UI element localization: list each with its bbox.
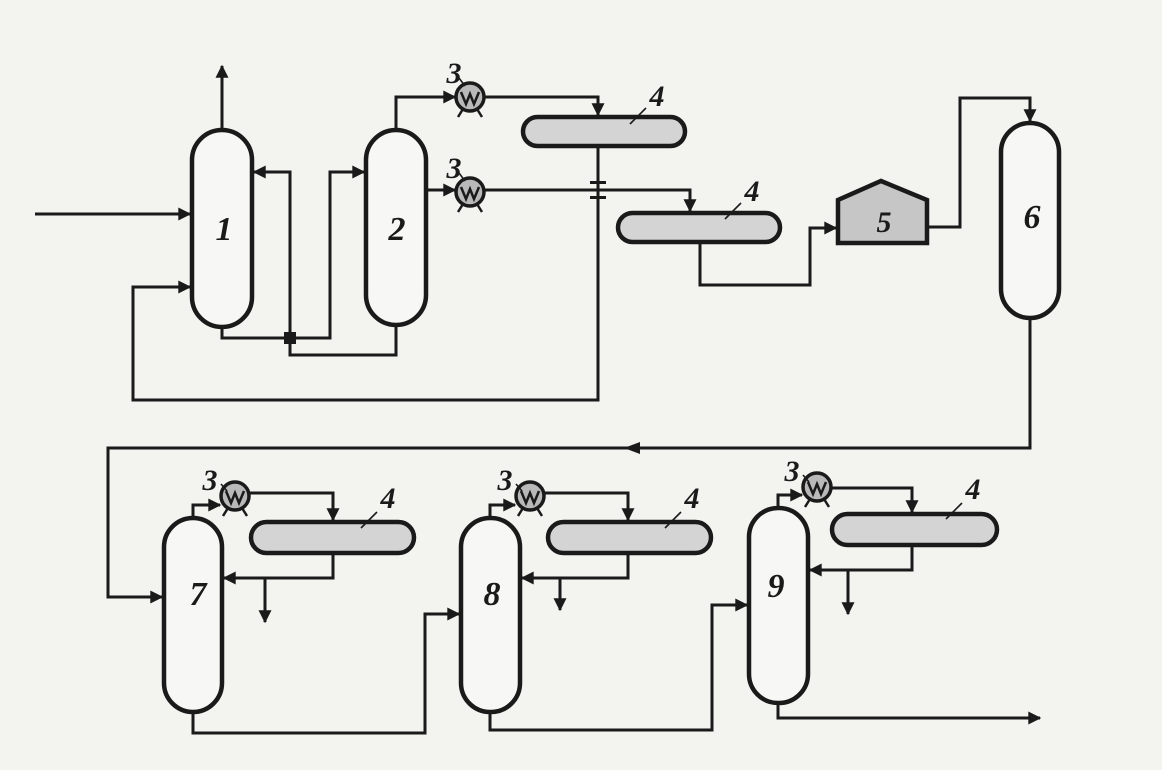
- drum-label: 4: [744, 175, 760, 208]
- pump-label: 3: [446, 57, 462, 90]
- pump-label: 3: [497, 464, 513, 497]
- drum-label: 4: [684, 482, 700, 515]
- column-label: 6: [1024, 199, 1041, 236]
- stream-pump-to-drum-8: [545, 491, 635, 522]
- pump-symbol: [806, 480, 828, 498]
- column-2: 2: [363, 127, 429, 328]
- drum-shell: [248, 519, 417, 556]
- drum-shell: [520, 114, 688, 149]
- column-label: 1: [216, 211, 233, 248]
- label-leader: [945, 502, 963, 520]
- pump-leg: [803, 498, 812, 508]
- pump-symbol: [459, 185, 481, 203]
- stream-tank-to-column-6: [927, 96, 1037, 229]
- pump-leg: [475, 108, 484, 118]
- stream-column-6-bottoms-to-column-7: [106, 318, 1032, 604]
- pump-symbol: [459, 90, 481, 108]
- pump-symbol: [519, 489, 541, 507]
- stream-middle-drum-to-tank: [698, 221, 838, 287]
- label-leader: [515, 483, 523, 492]
- drum-shell: [615, 210, 783, 245]
- drum-label: 4: [649, 80, 665, 113]
- pump-label: 3: [446, 152, 462, 185]
- pump-leg: [516, 507, 525, 517]
- column-label: 7: [190, 576, 209, 613]
- drum-label: 4: [380, 482, 396, 515]
- stream-column-8-overhead-to-pump: [488, 498, 517, 518]
- column-9: 9: [746, 505, 811, 706]
- pump-label: 3: [202, 464, 218, 497]
- label-leader: [220, 483, 228, 492]
- stream-drum-8-reflux: [520, 554, 630, 585]
- label-leader: [664, 511, 682, 529]
- pump-leg: [456, 108, 465, 118]
- label-leader: [724, 202, 742, 220]
- crossing-tick-upper: [590, 181, 606, 184]
- label-leader: [458, 172, 466, 182]
- column-shell: [458, 515, 523, 715]
- pump-top: 3: [446, 57, 486, 118]
- stream-top-drum-recycle-to-column-1: [131, 146, 600, 402]
- pump-leg: [475, 203, 484, 213]
- stream-column-7-overhead-to-pump: [191, 498, 222, 518]
- drum-8: 4: [545, 482, 714, 556]
- drum-9: 4: [829, 473, 1000, 548]
- stream-column-2-overhead-to-pump: [394, 90, 457, 130]
- pump-8: 3: [497, 464, 546, 517]
- column-shell: [998, 120, 1062, 321]
- stream-drum-9-reflux: [808, 546, 914, 577]
- column-label: 2: [388, 211, 406, 248]
- tank-label: 5: [877, 206, 892, 239]
- crossing-tick-lower: [590, 196, 606, 199]
- column-label: 9: [768, 568, 785, 605]
- stream-pump-to-top-drum: [485, 95, 605, 117]
- stream-column-8-bottoms-to-column-9: [488, 598, 749, 732]
- drum-shell: [829, 511, 1000, 548]
- stream-pump-to-middle-drum: [485, 188, 697, 213]
- column-label: 8: [484, 576, 501, 613]
- pump-middle: 3: [446, 152, 486, 213]
- label-leader: [629, 107, 647, 125]
- column-8: 8: [458, 515, 523, 715]
- drum-label: 4: [965, 473, 981, 506]
- stream-column-2-bottoms-to-column-1: [252, 165, 398, 357]
- column-shell: [363, 127, 429, 328]
- pump-label: 3: [784, 455, 800, 488]
- drum-7: 4: [248, 482, 417, 556]
- stream-column-7-bottoms-to-column-8: [191, 607, 461, 735]
- label-leader: [802, 474, 810, 483]
- stream-column-9-bottoms-product: [776, 703, 1042, 725]
- crossing-mark: [284, 332, 296, 344]
- tank-5: 5: [835, 178, 930, 246]
- column-6: 6: [998, 120, 1062, 321]
- stream-drum-7-reflux: [222, 554, 335, 585]
- pump-leg: [456, 203, 465, 213]
- pump-leg: [221, 507, 230, 517]
- streams: [35, 64, 1042, 735]
- drum-middle: 4: [615, 175, 783, 245]
- column-shell: [161, 515, 225, 715]
- pump-7: 3: [202, 464, 251, 517]
- stream-pump-to-drum-9: [832, 486, 919, 514]
- drum-shell: [545, 519, 714, 556]
- column-shell: [746, 505, 811, 706]
- pump-symbol: [224, 489, 246, 507]
- pump-leg: [240, 507, 249, 517]
- drum-top: 4: [520, 80, 688, 149]
- label-leader: [360, 511, 378, 529]
- stream-column-1-bottoms-to-column-2: [220, 165, 366, 340]
- stream-column-9-overhead-to-pump: [776, 488, 804, 508]
- column-7: 7: [161, 515, 225, 715]
- flow-direction-arrow: [624, 442, 640, 454]
- pump-leg: [535, 507, 544, 517]
- tank-shell: [835, 178, 930, 246]
- label-leader: [458, 77, 466, 87]
- column-1: 1: [189, 127, 255, 330]
- pump-leg: [822, 498, 831, 508]
- pump-9: 3: [784, 455, 833, 508]
- stream-pump-to-drum-7: [250, 491, 340, 522]
- column-shell: [189, 127, 255, 330]
